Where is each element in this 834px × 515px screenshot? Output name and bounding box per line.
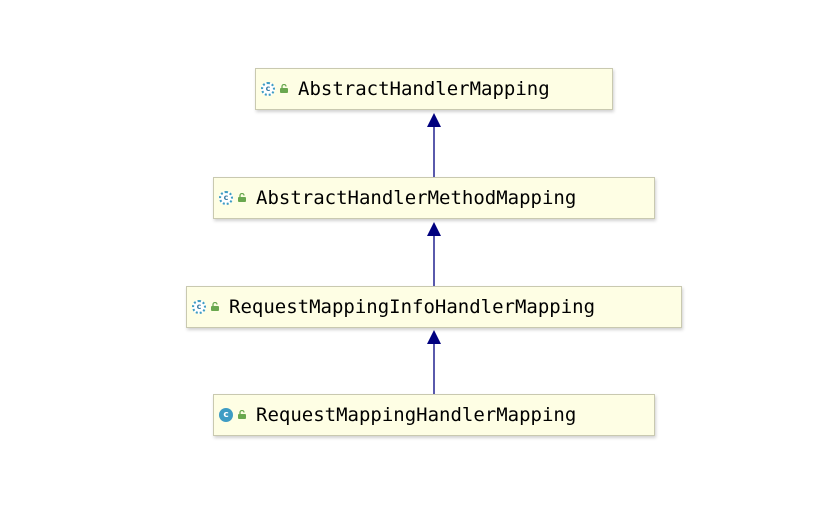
- class-node-abstract-handler-method-mapping[interactable]: c AbstractHandlerMethodMapping: [213, 177, 655, 219]
- public-lock-icon: [238, 410, 246, 419]
- inheritance-arrowhead-1: [427, 113, 441, 127]
- class-name: AbstractHandlerMapping: [298, 78, 550, 100]
- class-node-request-mapping-info-handler-mapping[interactable]: c RequestMappingInfoHandlerMapping: [186, 286, 682, 328]
- class-icons: c: [261, 82, 289, 96]
- class-icons: c: [192, 300, 220, 314]
- class-icons: c: [219, 408, 247, 422]
- class-icon: c: [219, 408, 233, 422]
- abstract-class-icon: c: [192, 300, 206, 314]
- public-lock-icon: [238, 193, 246, 202]
- public-lock-icon: [211, 302, 219, 311]
- abstract-class-icon: c: [261, 82, 275, 96]
- inheritance-arrowhead-3: [427, 330, 441, 344]
- class-name: AbstractHandlerMethodMapping: [256, 187, 577, 209]
- class-icons: c: [219, 191, 247, 205]
- class-node-abstract-handler-mapping[interactable]: c AbstractHandlerMapping: [255, 68, 613, 110]
- abstract-class-icon: c: [219, 191, 233, 205]
- class-name: RequestMappingInfoHandlerMapping: [229, 296, 596, 318]
- inheritance-arrowhead-2: [427, 222, 441, 236]
- class-node-request-mapping-handler-mapping[interactable]: c RequestMappingHandlerMapping: [213, 394, 655, 436]
- public-lock-icon: [280, 84, 288, 93]
- class-name: RequestMappingHandlerMapping: [256, 404, 577, 426]
